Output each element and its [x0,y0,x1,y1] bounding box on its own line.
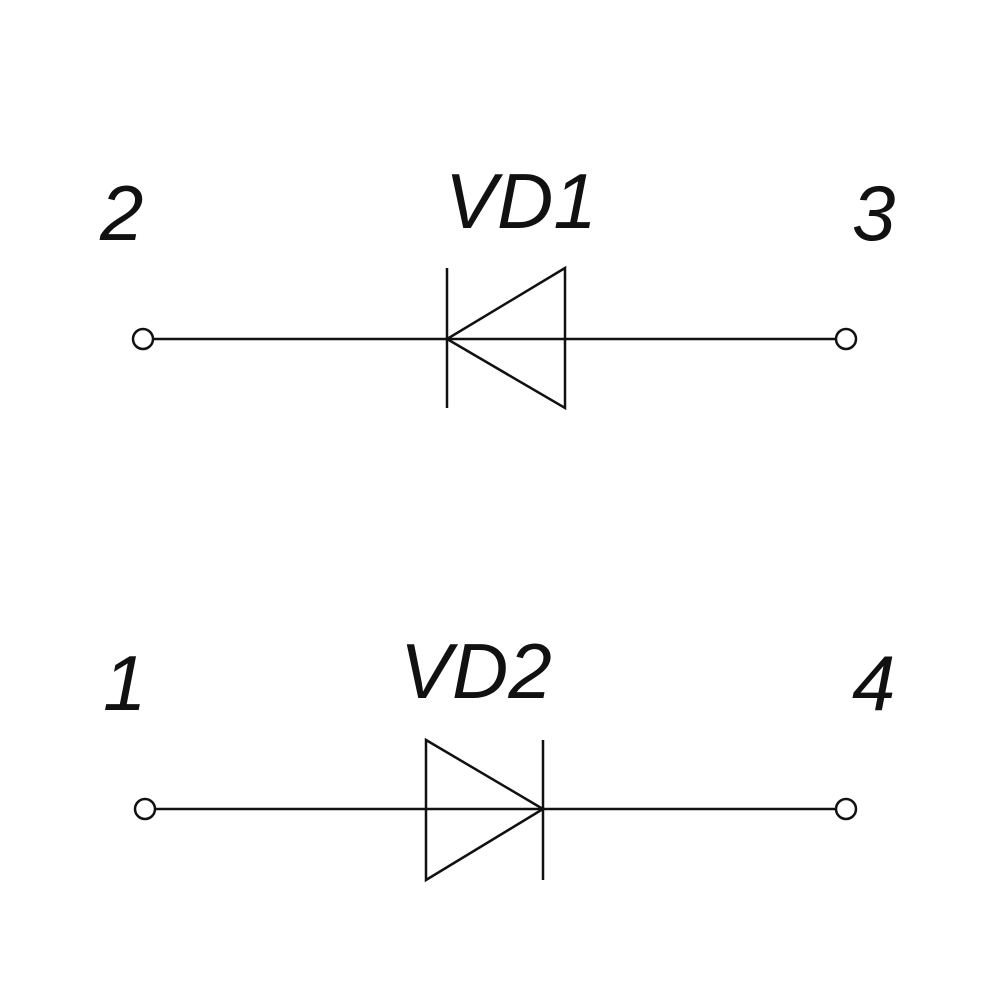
terminal-pin-2 [131,327,155,351]
pin-label-2: 2 [99,169,143,257]
pin-label-1: 1 [103,639,146,727]
designator-vd1: VD1 [445,157,597,245]
pin-label-4: 4 [852,639,895,727]
pin-label-3: 3 [852,169,895,257]
designator-vd2: VD2 [400,627,552,715]
terminal-pin-1 [133,797,157,821]
anode-triangle-vd1 [444,265,567,411]
diode-vd1: 2 VD1 3 [99,157,895,411]
terminal-pin-3 [834,327,858,351]
terminal-pin-4 [834,797,858,821]
anode-triangle-vd2 [424,737,546,883]
diode-vd2: 1 VD2 4 [103,627,895,883]
